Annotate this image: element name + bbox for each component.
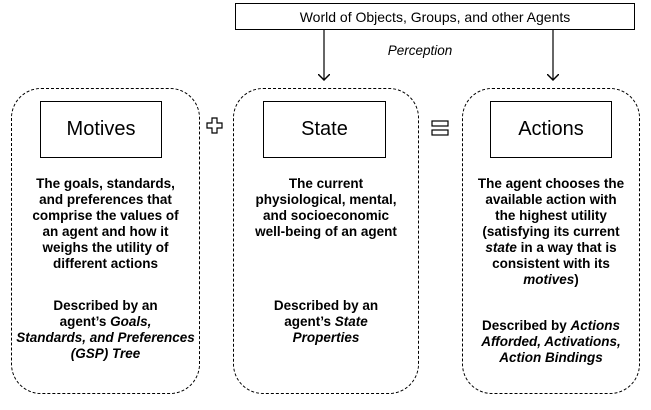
actions-title: Actions xyxy=(518,118,584,140)
actions-ref-line: Described by Actions xyxy=(481,318,621,333)
actions-desc-line: consistent with its xyxy=(492,255,610,271)
plus-symbol xyxy=(206,117,223,134)
world-label: World of Objects, Groups, and other Agen… xyxy=(299,8,571,25)
motives-description: The goals, standards, and preferences th… xyxy=(14,176,197,272)
motives-desc-line: comprise the values of xyxy=(32,207,179,223)
motives-title: Motives xyxy=(66,118,136,140)
actions-desc-line: motives) xyxy=(523,271,579,287)
state-description: The current physiological, mental, and s… xyxy=(236,176,416,240)
world-box: World of Objects, Groups, and other Agen… xyxy=(235,3,635,30)
actions-desc-line: the highest utility xyxy=(495,207,607,223)
perception-label: Perception xyxy=(387,43,453,58)
equals-symbol-bottom xyxy=(431,129,449,136)
actions-desc-line: available action with xyxy=(485,191,617,207)
actions-ref-line: Afforded, Activations, xyxy=(481,333,621,349)
state-desc-line: well-being of an agent xyxy=(255,223,397,239)
actions-ref-line: Action Bindings xyxy=(499,349,603,365)
motives-ref-line: Preferences (GSP) xyxy=(70,329,195,361)
motives-desc-line: weighs the utility of xyxy=(42,239,169,255)
equals-symbol-top xyxy=(431,120,449,127)
motives-desc-line: and preferences that xyxy=(39,191,172,207)
state-title-box: State xyxy=(263,101,386,158)
state-title: State xyxy=(301,118,348,140)
actions-title-box: Actions xyxy=(490,101,612,158)
actions-description: The agent chooses the available action w… xyxy=(465,176,637,287)
motives-reference: Described by an agent’s Goals, Standards… xyxy=(14,298,197,362)
state-reference: Described by an agent’s State Properties xyxy=(236,298,416,346)
motives-ref-line: Standards, and xyxy=(16,329,114,345)
motives-desc-line: The goals, standards, xyxy=(36,176,175,191)
actions-reference: Described by Actions Afforded, Activatio… xyxy=(465,318,637,366)
state-desc-line: The current xyxy=(288,176,364,191)
actions-desc-line: The agent chooses the xyxy=(477,176,625,191)
state-ref-line: Described by an xyxy=(273,298,379,313)
motives-desc-line: different actions xyxy=(52,255,158,271)
state-desc-line: and socioeconomic xyxy=(262,207,390,223)
motives-title-box: Motives xyxy=(40,101,162,158)
state-ref-line: Properties xyxy=(292,329,360,345)
actions-desc-line: (satisfying its current xyxy=(482,223,620,239)
motives-ref-line: Described by an xyxy=(53,298,158,313)
motives-ref-line: Tree xyxy=(112,345,141,361)
motives-ref-line: agent’s Goals, xyxy=(59,313,152,329)
state-ref-line: agent’s State xyxy=(284,313,368,329)
motives-desc-line: an agent and how it xyxy=(42,223,169,239)
state-desc-line: physiological, mental, xyxy=(255,191,397,207)
actions-desc-line: state in a way that is xyxy=(485,239,617,255)
